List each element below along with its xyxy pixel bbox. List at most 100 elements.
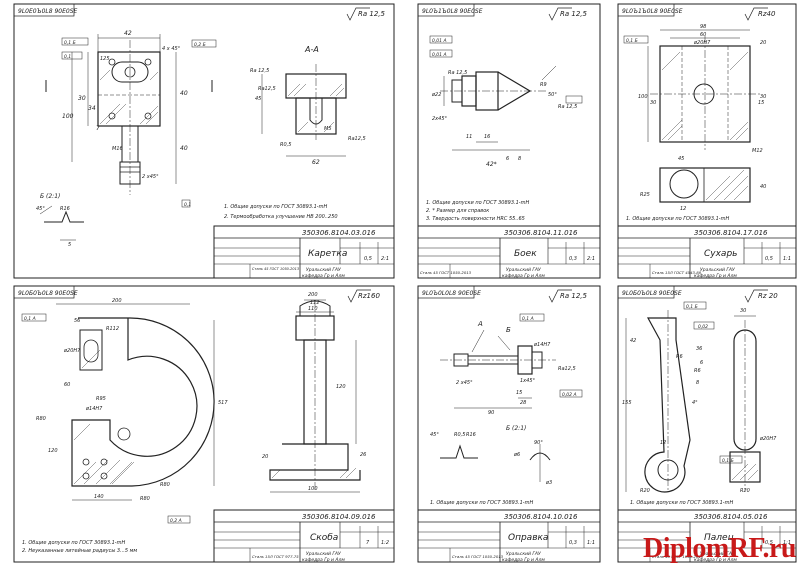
sheet1-dim-15: Ra12,5 [258, 86, 276, 92]
sheet1-roughness: Ra 12,5 [358, 10, 386, 18]
sheet4-dim-7: 517 [218, 400, 228, 406]
sheet3-scale: 0,5 [765, 256, 773, 262]
sheet3-dim-9: 30 [760, 94, 766, 100]
sheet1-tol-0: 0,1 Б [64, 40, 76, 46]
sheet3-org-a: Уральский ГАУ [700, 267, 735, 273]
sheet4-dim-14: 200 [308, 292, 318, 298]
sheet5-dim-13: ø6 [513, 452, 520, 458]
sheet5-roughness: Ra 12,5 [560, 292, 588, 300]
sheet1-material: Сталь 45 ГОСТ 1050-2013 [252, 267, 299, 271]
sheet5-material: Сталь 45 ГОСТ 1050-2013 [452, 554, 504, 559]
sheet5-dim-8: Ra12,5 [558, 366, 576, 372]
sheet2-dim-9: 50° [548, 92, 557, 98]
sheet1-dim-16: Ra12,5 [348, 136, 366, 142]
sheet5-org-a: Уральский ГАУ [506, 551, 541, 557]
sheet3-part-name: Сухарь [704, 249, 737, 259]
sheet2-dim-3: 11 [466, 134, 472, 140]
sheet6-sheet-info: 1:1 [783, 540, 791, 546]
sheet5-scale: 0,3 [569, 540, 577, 546]
sheet4-dim-18: 100 [308, 486, 318, 492]
sheet5-part-name: Оправка [508, 533, 548, 543]
sheet1-org-a: Уральский ГАУ [306, 267, 341, 273]
sheet6-dim-2: 36 [696, 346, 702, 352]
sheet4-dim-9: R80 [160, 482, 170, 488]
sheet5-drawing-no: 350306.8104.10.016 [504, 513, 578, 521]
sheet1-dim-7: M16 [112, 146, 123, 152]
sheet4-dim-5: R95 [96, 396, 106, 402]
sheet5-dim-2: ø14Н7 [533, 342, 551, 348]
sheet-palets [617, 285, 797, 563]
sheet1-note-0: 1. Общие допуски по ГОСТ 30893.1-mH [224, 204, 327, 210]
sheet5-note-0: 1. Общие допуски по ГОСТ 30893.1-mH [430, 500, 533, 506]
sheet6-dim-5: 8 [696, 380, 699, 386]
sheet2-dim-10: Ra 12,5 [558, 104, 577, 110]
sheet4-dim-0: 200 [112, 298, 122, 304]
sheet4-dim-16: 120 [336, 384, 346, 390]
sheet6-dim-3: 6 [700, 360, 703, 366]
sheet4-tol-1: 0,2 А [170, 518, 182, 524]
sheet2-dim-4: 16 [484, 134, 490, 140]
sheet6-tol-2: 0,1 Б [722, 458, 734, 464]
sheet4-dim-1: 56 [74, 318, 80, 324]
sheet6-stamp: 9L0Б0Ъ0L8 90E0SE [622, 290, 682, 297]
sheet4-dim-13: 110 [308, 306, 318, 312]
sheet5-dim-14: ø3 [545, 480, 552, 486]
sheet5-label-a: А [477, 320, 483, 328]
sheet4-dim-11: ø14Н7 [85, 406, 103, 412]
sheet6-scale: 0,5 [765, 540, 773, 546]
sheet2-note-2: 3. Твердость поверхности НRC 55..65 [426, 216, 525, 222]
sheet3-dim-0: 98 [700, 24, 706, 30]
sheet4-dim-19: 26 [360, 452, 366, 458]
sheet3-dim-5: 30 [650, 100, 656, 106]
sheet1-dim-9: 7 [96, 125, 100, 132]
sheet-boek [417, 3, 601, 279]
sheet2-roughness: Ra 12,5 [560, 10, 588, 18]
sheet-skoba-text: 9L0Б0Ъ0L8 90E0SE Rz160 0,1 А 0,2 А 200 5… [18, 290, 389, 563]
sheet5-sheet-info: 1:1 [587, 540, 595, 546]
sheet4-dim-15: 112 [310, 300, 320, 306]
sheet2-note-1: 2. * Размер для справок [426, 208, 489, 214]
sheet3-dim-8: 45 [678, 156, 684, 162]
sheet6-dim-1: 42 [630, 338, 636, 344]
sheet1-tol-1: 0,2 Б [194, 42, 206, 48]
sheet5-org-b: кафедра Гр и Алм [502, 557, 545, 563]
sheet4-org-b: кафедра Гр и Алм [302, 557, 345, 563]
sheet1-dim-2: 40 [180, 90, 188, 97]
sheet1-dim-19: 45° [36, 206, 45, 212]
sheet4-dim-17: 20 [262, 454, 268, 460]
sheet-sukhar [617, 3, 797, 279]
sheet6-org-a: Уральский ГАУ [700, 551, 735, 557]
sheet1-dim-14: M5 [324, 126, 332, 132]
sheet1-dim-17: R0,5 [280, 142, 291, 148]
sheet1-dim-6: 34 [88, 105, 96, 112]
sheet2-dim-2: 2x45° [432, 116, 448, 122]
sheet3-dim-7: M12 [752, 148, 763, 154]
sheet2-part-name: Боек [514, 249, 537, 259]
sheet1-dim-18: R16 [60, 206, 70, 212]
sheet5-dim-10: R0,5 [454, 432, 465, 438]
watermark-part-2: RF [728, 533, 763, 564]
sheet6-tol-0: 0,1 Б [686, 304, 698, 310]
sheet1-dim-10: 2 x45° [142, 174, 159, 180]
sheet6-part-name: Палец [704, 533, 734, 543]
sheet4-dim-6: R80 [36, 416, 46, 422]
sheet2-note-0: 1. Общие допуски по ГОСТ 30893.1-mH [426, 200, 529, 206]
sheet1-detail-label: Б (2:1) [40, 193, 60, 200]
sheet5-dim-6: 28 [520, 400, 526, 406]
sheet4-dim-4: R112 [106, 326, 119, 332]
sheet6-tol-1: 0,02 [698, 324, 708, 330]
sheet5-tol-0: 0,1 А [522, 316, 534, 322]
sheet3-dim-10: 40 [760, 184, 766, 190]
sheet1-stamp: 9L0E0Ъ0L8 90E0SE [18, 8, 78, 15]
sheet4-dim-8: 140 [94, 494, 104, 500]
sheet2-dim-8: R9 [540, 82, 547, 88]
sheet2-dim-7: 8 [518, 156, 521, 162]
sheet1-dim-12: 45 [255, 96, 261, 102]
sheet6-dim-6: R6 [694, 368, 701, 374]
sheet4-tol-0: 0,1 А [24, 316, 36, 322]
sheet5-dim-7: 15 [516, 390, 522, 396]
sheet5-dim-11: R16 [466, 432, 476, 438]
watermark-part-1: Diplom [643, 533, 729, 564]
sheet6-dim-12: R20 [640, 488, 650, 494]
